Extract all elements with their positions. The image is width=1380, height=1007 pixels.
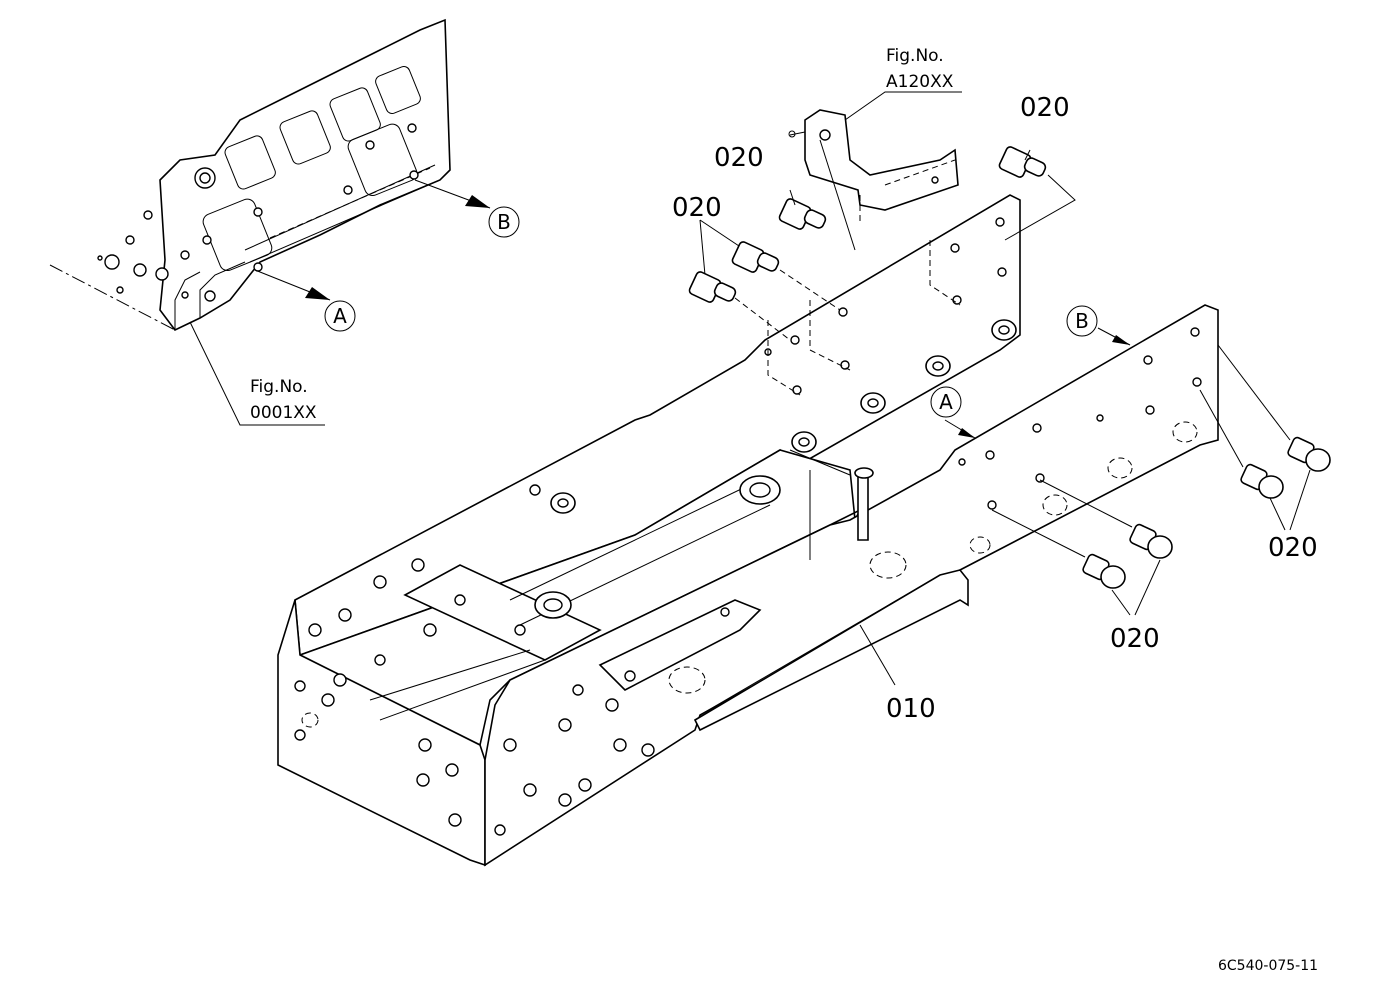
part-label-020: 020 bbox=[1020, 93, 1070, 123]
bolt-group-top-left bbox=[688, 219, 841, 341]
fig-ref-0001xx-line1: Fig.No. bbox=[250, 377, 308, 397]
bolt-group-top-middle bbox=[778, 189, 827, 230]
frame-010 bbox=[277, 194, 1219, 867]
bolt-020 bbox=[1240, 463, 1284, 499]
bolt-020 bbox=[688, 271, 737, 303]
bolt-group-right bbox=[1199, 344, 1331, 531]
fig-ref-a120xx-line1: Fig.No. bbox=[886, 46, 944, 66]
bolt-group-top-right bbox=[998, 146, 1076, 241]
frame-callout-b-label: B bbox=[1075, 309, 1089, 333]
bolt-020 bbox=[731, 241, 780, 273]
bolt-020 bbox=[1082, 553, 1126, 589]
engine-callout-b: B bbox=[414, 179, 520, 238]
frame-callout-a-label: A bbox=[939, 390, 953, 414]
frame-callout-b: B bbox=[1066, 305, 1131, 346]
callout-a-label: A bbox=[333, 304, 347, 328]
callout-b-label: B bbox=[497, 210, 511, 234]
fig-ref-0001xx: Fig.No. 0001XX bbox=[250, 377, 317, 423]
bolt-020 bbox=[1129, 523, 1173, 559]
bolt-020 bbox=[1287, 436, 1331, 472]
fig-ref-a120xx: Fig.No. A120XX bbox=[844, 46, 962, 121]
part-label-010: 010 bbox=[886, 694, 936, 724]
fig-ref-0001xx-line2: 0001XX bbox=[250, 403, 317, 423]
bolt-020 bbox=[778, 198, 827, 230]
part-label-020: 020 bbox=[1268, 533, 1318, 563]
engine-callout-a: A bbox=[254, 269, 356, 332]
fig-ref-a120xx-line2: A120XX bbox=[886, 72, 954, 92]
bolt-020 bbox=[998, 146, 1047, 178]
frame-callout-a: A bbox=[930, 386, 976, 439]
engine-block bbox=[49, 18, 451, 426]
drawing-code: 6C540-075-11 bbox=[1218, 958, 1318, 974]
part-label-020: 020 bbox=[714, 143, 764, 173]
bracket bbox=[788, 109, 959, 251]
bolt-group-bottom bbox=[991, 479, 1173, 616]
part-label-020: 020 bbox=[1110, 624, 1160, 654]
part-label-020: 020 bbox=[672, 193, 722, 223]
